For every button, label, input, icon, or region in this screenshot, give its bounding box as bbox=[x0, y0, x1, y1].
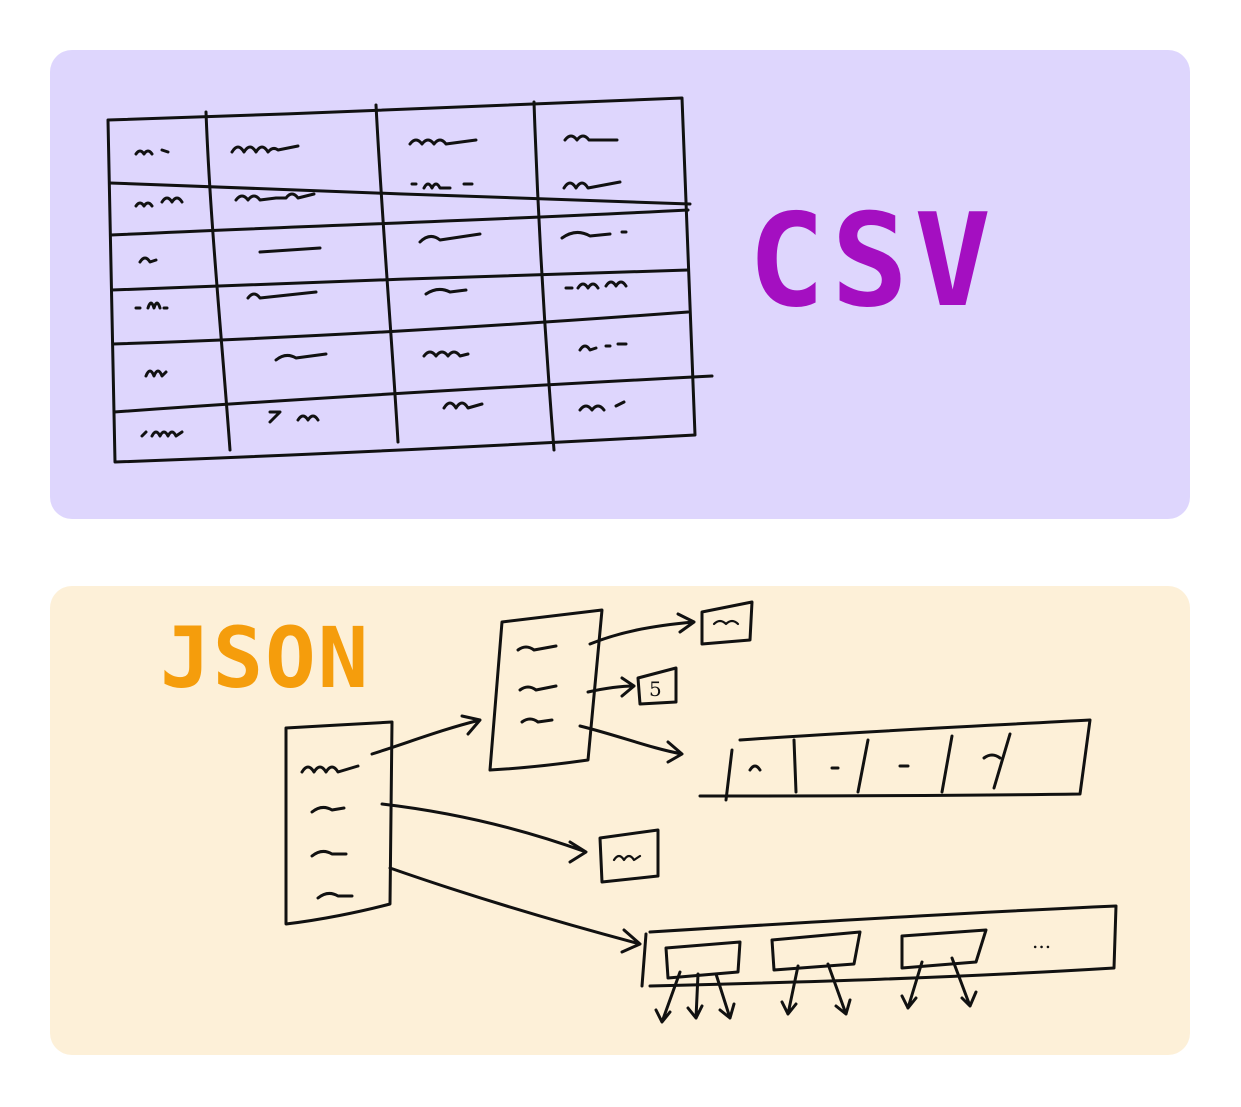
scalar-array-box bbox=[698, 718, 1092, 798]
value-box bbox=[598, 828, 660, 884]
arrow bbox=[370, 714, 482, 756]
object-array-box bbox=[648, 904, 1118, 988]
array-item-object bbox=[664, 940, 742, 980]
table-row-line bbox=[112, 374, 714, 414]
table-row-line bbox=[109, 208, 690, 237]
table-row-line bbox=[108, 181, 692, 206]
table-col-line bbox=[204, 110, 232, 452]
arrow bbox=[578, 724, 684, 764]
csv-title: CSV bbox=[748, 187, 998, 336]
array-item-object bbox=[770, 930, 862, 972]
nested-object-fields bbox=[516, 644, 558, 724]
table-cell-scribbles bbox=[134, 134, 628, 438]
array-ellipsis: ... bbox=[1032, 929, 1051, 953]
array-item-arrows bbox=[654, 956, 978, 1024]
value-box bbox=[636, 666, 678, 706]
csv-table-sketch bbox=[106, 96, 714, 464]
table-row-line bbox=[111, 310, 690, 346]
value-box-number: 5 bbox=[649, 677, 662, 701]
json-panel: JSON 5 . bbox=[50, 586, 1190, 1055]
table-col-line bbox=[374, 103, 400, 444]
arrow bbox=[588, 612, 696, 646]
nested-object-box bbox=[488, 608, 604, 772]
root-object-box bbox=[284, 720, 394, 926]
csv-panel: CSV bbox=[50, 50, 1190, 519]
json-tree-sketch: 5 ... bbox=[284, 600, 1118, 1024]
table-row-line bbox=[110, 268, 690, 292]
arrow bbox=[586, 676, 636, 698]
root-object-fields bbox=[300, 764, 360, 900]
arrow bbox=[388, 866, 642, 954]
value-box bbox=[700, 600, 754, 646]
arrow bbox=[380, 802, 588, 864]
json-title: JSON bbox=[160, 609, 371, 707]
table-border bbox=[106, 96, 697, 464]
array-item-object bbox=[900, 928, 988, 970]
table-col-line bbox=[532, 100, 556, 452]
